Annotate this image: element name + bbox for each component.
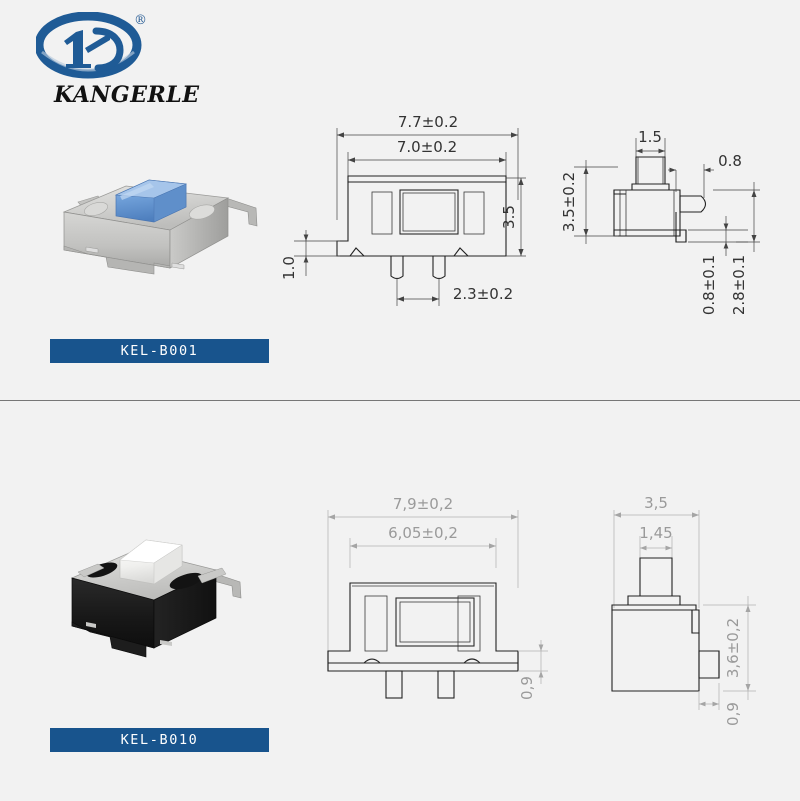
dim-body-width: 6,05±0,2: [388, 524, 458, 542]
product-photo-kel-b001: [50, 150, 270, 295]
dim-pin-height: 0,9: [518, 676, 536, 700]
dim-pin-pitch: 2.3±0.2: [453, 285, 513, 303]
drawing-front-kel-b010: 7,9±0,2 6,05±0,2: [308, 488, 568, 718]
dim-body-height: 3.5: [500, 205, 518, 229]
dim-plunger-width: 1.5: [638, 128, 662, 146]
dim-terminal-height: 0.8±0.1: [700, 255, 718, 315]
dim-terminal-offset: 0.8: [718, 152, 742, 170]
dim-pin-height: 1.0: [280, 256, 298, 280]
part-number-badge-kel-b001[interactable]: KEL-B001: [50, 339, 269, 363]
dim-body-depth: 2.8±0.1: [730, 255, 748, 315]
drawing-side-kel-b010: 3,5 1,45 3,6±0,: [588, 488, 800, 726]
dim-body-width: 3,5: [644, 494, 668, 512]
dim-total-height: 3.5±0.2: [560, 172, 578, 232]
registered-trademark-icon: ®: [134, 13, 147, 28]
section-divider: [0, 400, 800, 401]
dim-terminal-width: 0,9: [724, 702, 742, 726]
dim-body-width: 7.0±0.2: [397, 138, 457, 156]
product-photo-kel-b010: [50, 530, 270, 675]
drawing-front-kel-b001: 7.7±0.2 7.0±0.2: [278, 108, 538, 323]
dim-overall-width: 7.7±0.2: [398, 113, 458, 131]
part-number-badge-kel-b010[interactable]: KEL-B010: [50, 728, 269, 752]
logo-mark-icon: [36, 12, 142, 80]
company-logo: ® KANGERLE: [36, 12, 199, 108]
company-name: KANGERLE: [54, 82, 200, 108]
dim-overall-width: 7,9±0,2: [393, 495, 453, 513]
dim-plunger-width: 1,45: [639, 524, 672, 542]
drawing-side-kel-b001: 1.5 3.5±: [548, 120, 798, 320]
dim-total-height: 3,6±0,2: [724, 618, 742, 678]
